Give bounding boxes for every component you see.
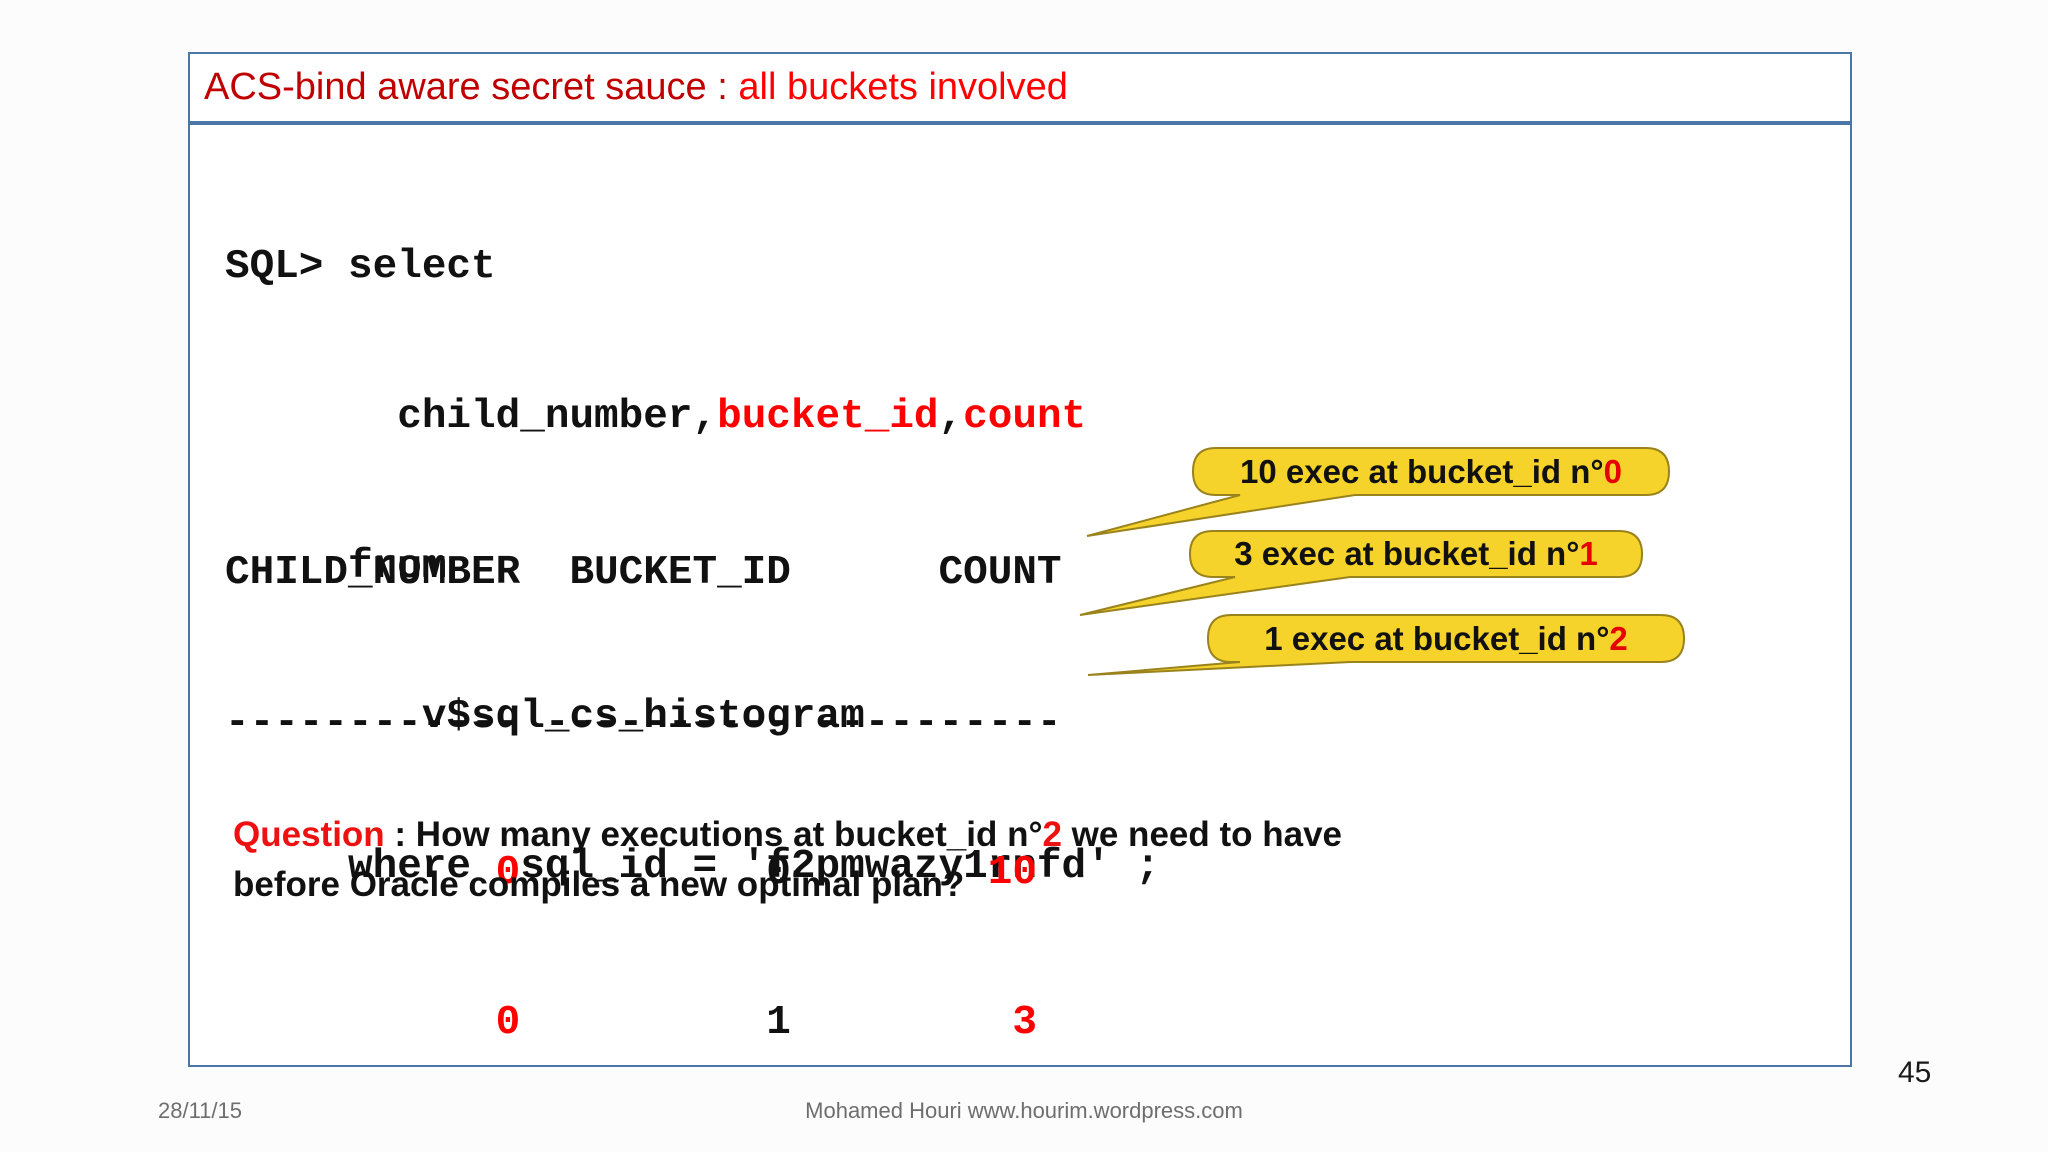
- row2-bucket-id: 1: [520, 1000, 791, 1046]
- slide-body-frame: [188, 123, 1852, 1067]
- callout2-text: 1 exec at bucket_id n°: [1264, 619, 1610, 657]
- row1-bucket-id: 0: [520, 850, 791, 896]
- question-tail2: before Oracle compiles a new optimal pla…: [233, 864, 965, 904]
- slide-title: ACS-bind aware secret sauce : all bucket…: [204, 66, 1068, 109]
- sql-line-5: where sql_id = 'f2pmwazy1rnfd' ;: [225, 844, 1160, 890]
- table-row: 0 0 10: [225, 848, 1062, 898]
- question-bucket-number: 2: [1042, 815, 1062, 854]
- page-number: 45: [1898, 1056, 1932, 1089]
- question-mid: : How many executions at bucket_id n°: [384, 815, 1043, 854]
- sql-line2-comma: ,: [938, 394, 964, 440]
- result-separator-row: ------------ ---------- ----------: [225, 700, 1062, 746]
- row1-count: 10: [790, 850, 1037, 896]
- query-result-block: CHILD_NUMBER BUCKET_ID COUNT -----------…: [225, 448, 1062, 1152]
- question-tail1: we need to have: [1061, 815, 1343, 854]
- row1-child-number: 0: [225, 850, 521, 896]
- callout0-text: 10 exec at bucket_id n°: [1240, 452, 1604, 490]
- sql-line2-count: count: [963, 394, 1087, 440]
- sql-line-4: v$sql_cs_histogram: [225, 694, 865, 740]
- callout-label-bucket0: 10 exec at bucket_id n°0: [1193, 448, 1669, 495]
- sql-line2-columns: child_number,: [225, 394, 718, 440]
- callout-bubble-bucket1: [1079, 530, 1644, 616]
- sql-line2-bucket-id: bucket_id: [717, 394, 939, 440]
- slide-title-part1: ACS-bind aware secret sauce :: [204, 66, 728, 108]
- callout1-text: 3 exec at bucket_id n°: [1234, 535, 1580, 572]
- sql-line-2: child_number,bucket_id,count: [225, 392, 1160, 442]
- callout-label-bucket2: 1 exec at bucket_id n°2: [1208, 615, 1684, 662]
- callout2-highlight: 2: [1609, 619, 1628, 657]
- question-text: Question : How many executions at bucket…: [233, 810, 1653, 909]
- question-label: Question: [233, 815, 385, 854]
- row3-bucket-id: 2: [520, 1150, 791, 1152]
- sql-code-block: SQL> select child_number,bucket_id,count…: [225, 142, 1160, 992]
- table-row: 0 2 1: [225, 1148, 1062, 1152]
- result-header-row: CHILD_NUMBER BUCKET_ID COUNT: [225, 550, 1062, 596]
- callout-label-bucket1: 3 exec at bucket_id n°1: [1190, 531, 1642, 577]
- callout0-highlight: 0: [1603, 452, 1622, 490]
- row3-count: 1: [791, 1150, 1037, 1152]
- sql-line-1: SQL> select: [225, 244, 496, 290]
- callout-bubble-bucket0: [1086, 447, 1671, 537]
- slide-title-bar: ACS-bind aware secret sauce : all bucket…: [188, 52, 1852, 123]
- callout1-highlight: 1: [1579, 535, 1598, 572]
- footer-date: 28/11/15: [158, 1098, 243, 1123]
- row2-count: 3: [790, 1000, 1037, 1046]
- sql-line-3: from: [225, 544, 447, 590]
- slide-title-part2: all buckets involved: [727, 66, 1068, 108]
- row3-child-number: 0: [225, 1150, 521, 1152]
- row2-child-number: 0: [225, 1000, 521, 1046]
- callout-bubble-bucket2: [1087, 614, 1686, 676]
- footer-credit: Mohamed Houri www.hourim.wordpress.com: [805, 1098, 1243, 1123]
- table-row: 0 1 3: [225, 998, 1062, 1048]
